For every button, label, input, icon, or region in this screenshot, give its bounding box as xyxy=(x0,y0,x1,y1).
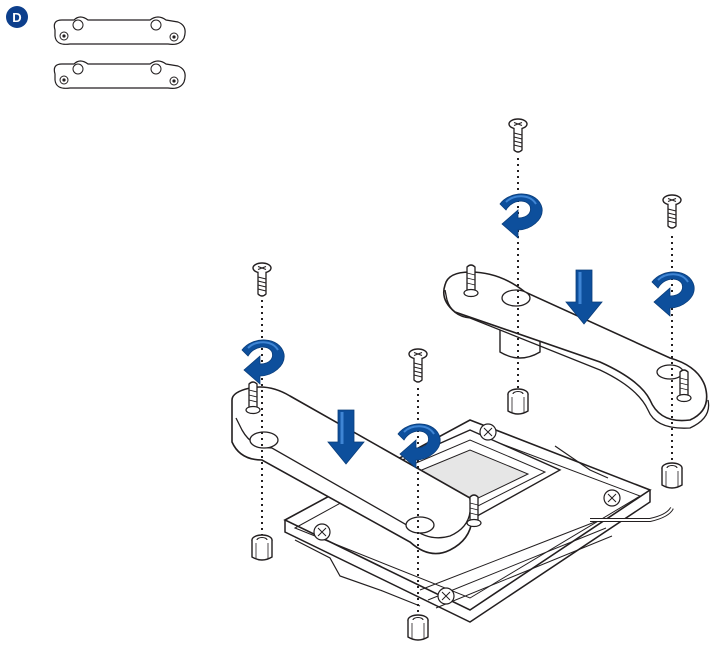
rotate-arrow-icon xyxy=(241,338,286,385)
screw-icon xyxy=(408,348,428,383)
left-mounting-bracket xyxy=(231,381,482,555)
screw-icon xyxy=(252,262,272,297)
standoff-icon xyxy=(251,534,273,561)
screw-icon xyxy=(662,194,682,229)
rotate-arrow-icon xyxy=(651,270,696,317)
standoff-icon xyxy=(407,614,429,641)
standoff-icon xyxy=(661,462,683,489)
step-badge-label: D xyxy=(12,10,21,25)
rotate-arrow-icon xyxy=(499,192,544,239)
mounting-bracket-icon xyxy=(53,16,186,45)
step-badge: D xyxy=(6,6,28,28)
screw-icon xyxy=(508,118,528,153)
right-mounting-bracket xyxy=(442,264,710,429)
mounting-bracket-icon xyxy=(53,60,186,89)
standoff-icon xyxy=(507,388,529,415)
